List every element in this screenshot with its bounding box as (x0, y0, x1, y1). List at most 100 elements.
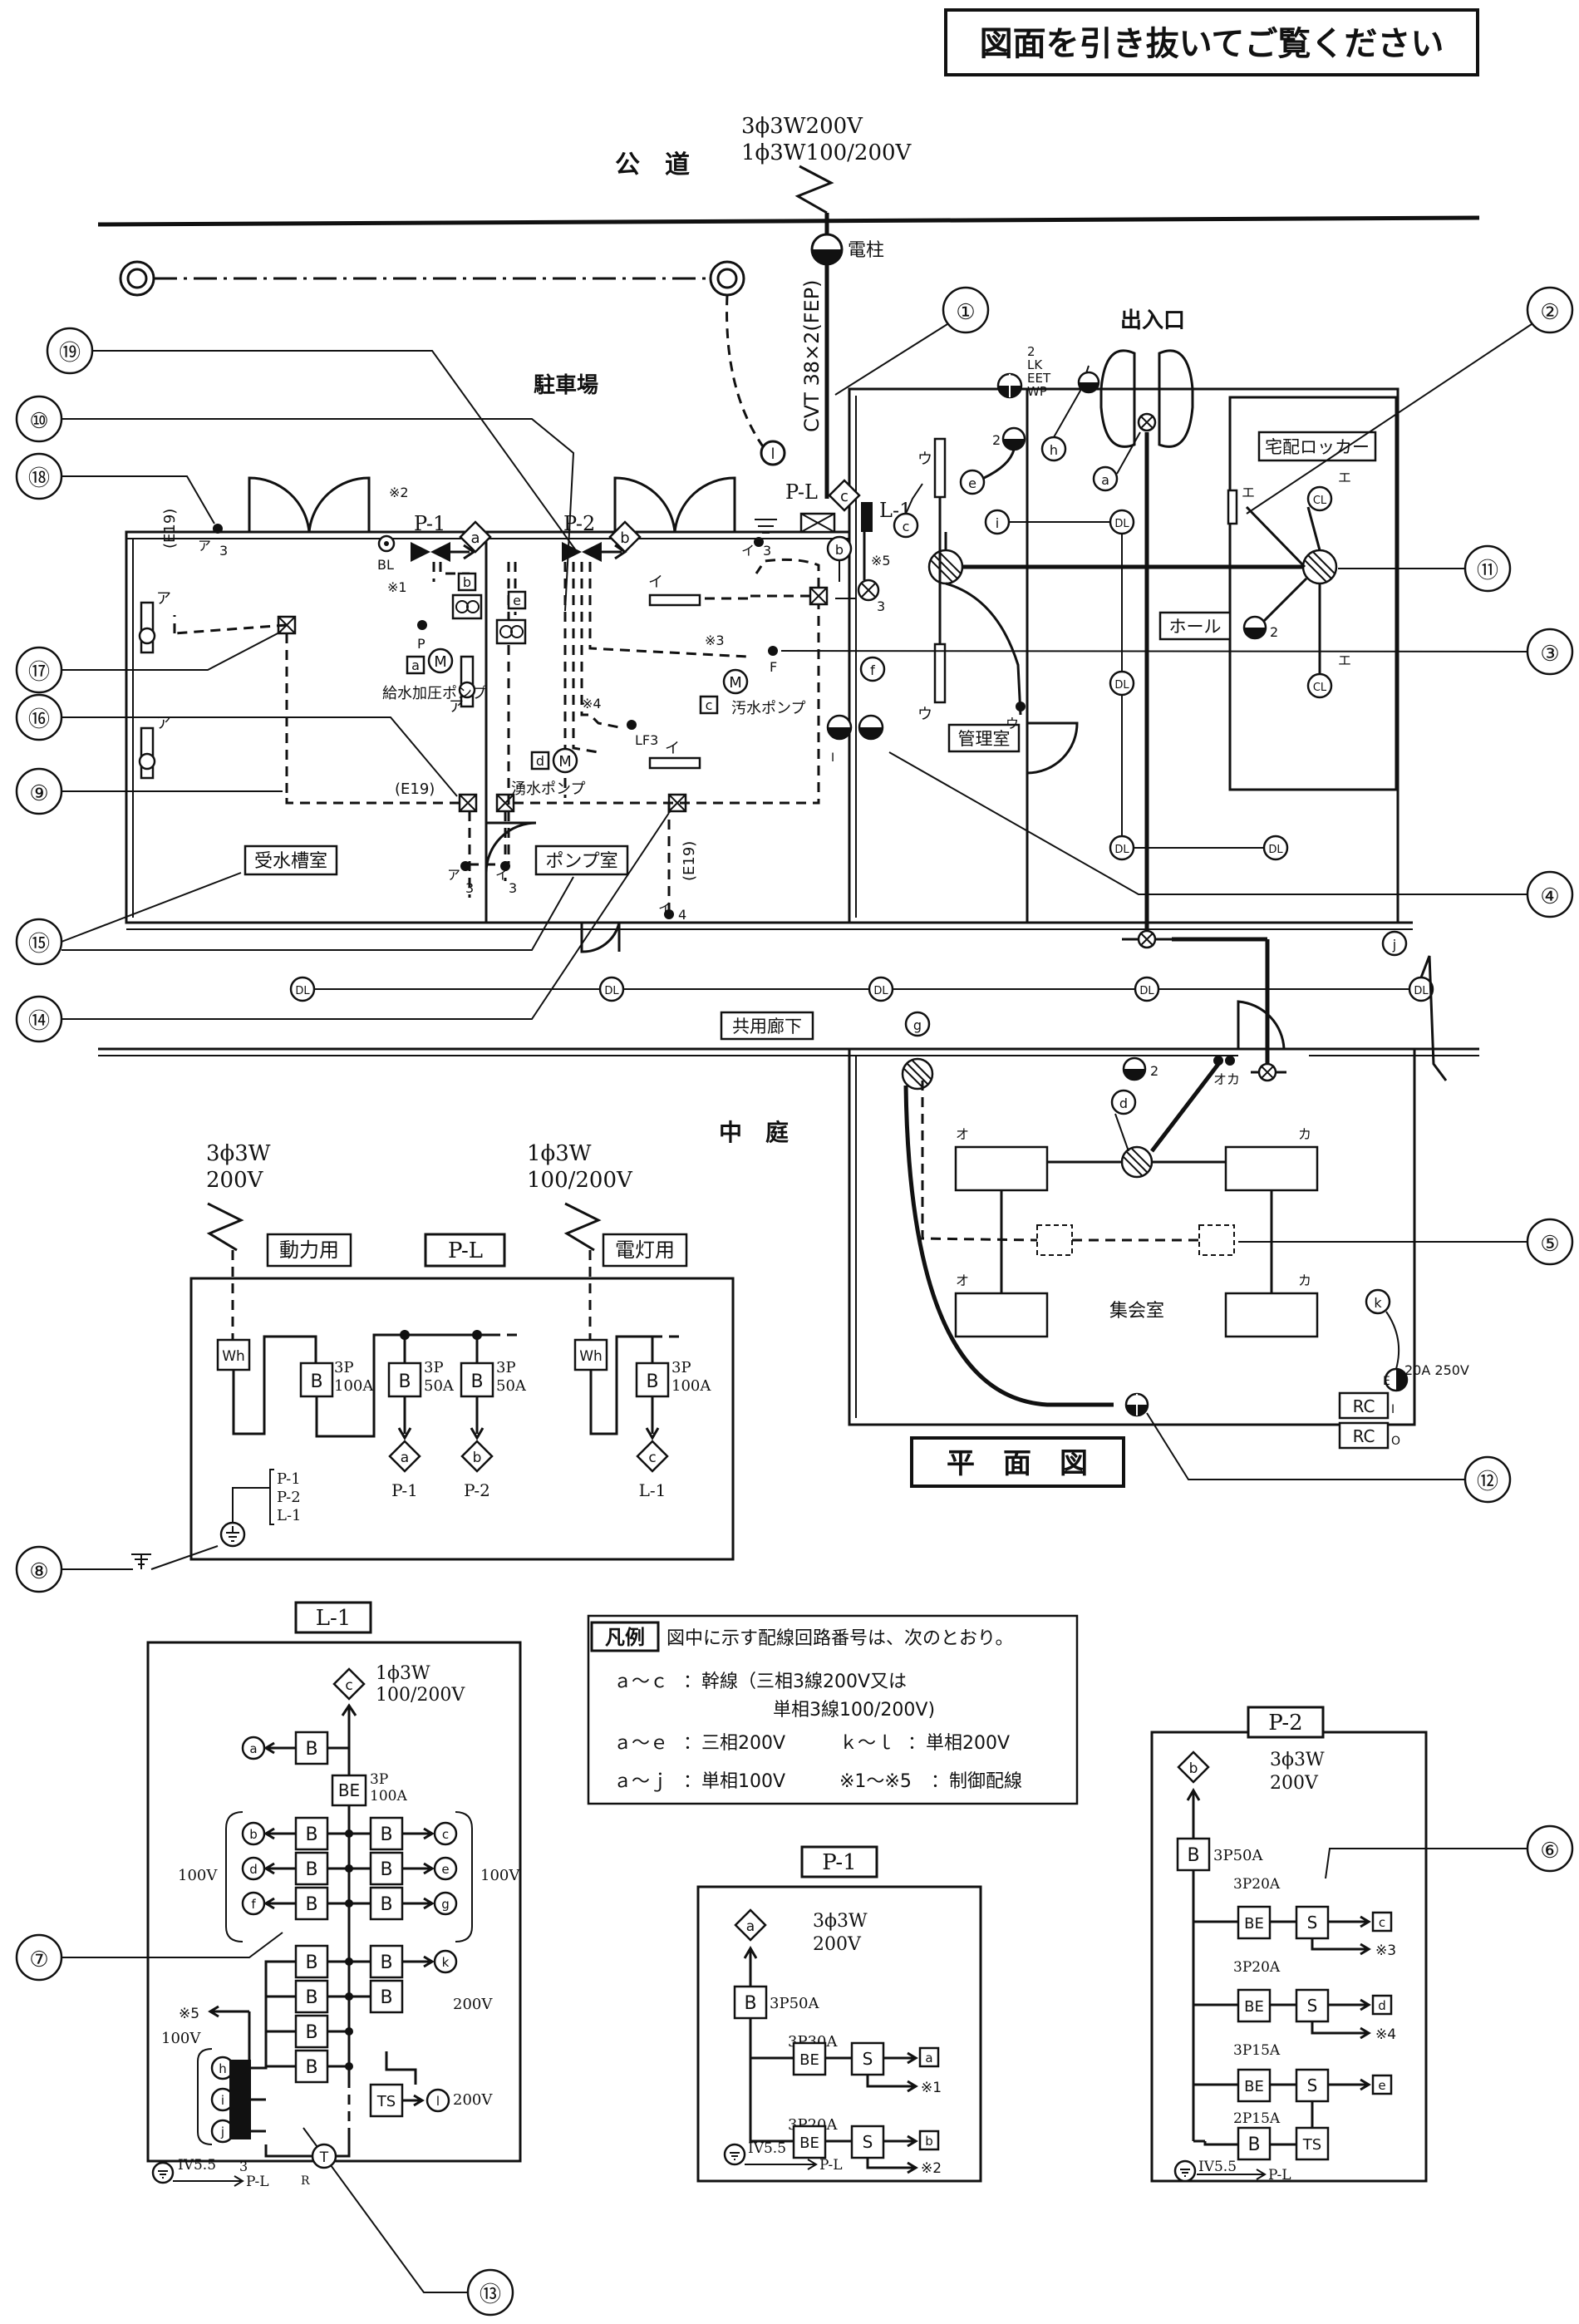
svg-text:b: b (835, 542, 844, 558)
svg-text:c: c (648, 1450, 656, 1466)
svg-text:※2: ※2 (389, 485, 409, 500)
service-drop-symbol (794, 165, 834, 214)
svg-text:R: R (301, 2174, 310, 2188)
svg-text:③: ③ (1540, 642, 1559, 667)
svg-text:e: e (513, 593, 521, 608)
meeting-light-o-2 (954, 1292, 1049, 1338)
svg-text:S: S (1307, 1996, 1318, 2016)
circuit-label: k (442, 1955, 450, 1970)
svg-text:3P: 3P (370, 1771, 388, 1788)
breaker-label: B (305, 1987, 317, 2008)
legend-box: 凡例 図中に示す配線回路番号は、次のとおり。 ａ～ｃ ：幹線（三相3線200V又… (587, 1614, 1079, 1805)
svg-text:200V: 200V (206, 1168, 264, 1193)
diamond-b-p2: b (608, 520, 642, 554)
svg-text:P-1: P-1 (391, 1480, 418, 1500)
svg-text:DL: DL (1268, 844, 1283, 856)
svg-text:B: B (1247, 2134, 1260, 2155)
svg-text:ア: ア (449, 698, 464, 716)
svg-text:RC: RC (1353, 1396, 1375, 1416)
svg-text:湧水ポンプ: 湧水ポンプ (511, 780, 585, 798)
entrance-door-right (1158, 349, 1194, 448)
room-courtyard: 中 庭 (719, 1119, 789, 1146)
callout-18: ⑱ (15, 452, 215, 524)
diamond-c-l1: c (828, 479, 861, 512)
svg-text:50A: 50A (424, 1377, 455, 1395)
svg-text:S: S (863, 2132, 873, 2152)
svg-text:※1～※5: ※1～※5 (839, 1771, 912, 1792)
svg-text:M: M (434, 653, 447, 671)
callout-8: ⑧ (15, 1545, 133, 1593)
svg-text:3P50A: 3P50A (1213, 1847, 1263, 1864)
svg-text:オカ: オカ (1213, 1071, 1240, 1087)
circuit-label: c (442, 1827, 449, 1842)
svg-text:※4: ※4 (582, 696, 602, 711)
svg-text:L-1: L-1 (277, 1507, 302, 1524)
breaker-label: B (305, 1894, 317, 1915)
svg-text:F: F (770, 659, 777, 675)
symbol-d-meeting: d (1110, 1089, 1137, 1115)
svg-text:DL: DL (873, 985, 888, 997)
corridor-downlight-4: DL (1134, 976, 1160, 1002)
callout-2: ② (1246, 286, 1574, 515)
svg-text:※1: ※1 (921, 2080, 942, 2096)
office-light-u-2: ウ (917, 643, 947, 723)
symbol-k-meeting: k (1365, 1288, 1391, 1315)
svg-text:a: a (746, 1918, 755, 1935)
circuit-box-b: b (457, 572, 477, 592)
svg-text:b: b (925, 2134, 933, 2149)
svg-text:エ: エ (1242, 485, 1255, 500)
svg-text:イ: イ (741, 543, 755, 559)
svg-text:c: c (903, 519, 910, 534)
callout-12: ⑫ (1146, 1412, 1512, 1504)
svg-text:P-L: P-L (246, 2174, 269, 2190)
meeting-light-ka-1 (1224, 1145, 1319, 1192)
ceiling-light-cl-2: CL エ (1306, 652, 1351, 699)
panel-p2 (562, 542, 582, 562)
svg-text:⑱: ⑱ (28, 466, 50, 491)
svg-text:200V: 200V (453, 2091, 493, 2109)
svg-text:CL: CL (1313, 682, 1327, 694)
svg-text:ウ: ウ (917, 451, 932, 468)
svg-text:M: M (558, 753, 572, 771)
breaker-label: B (305, 1859, 317, 1880)
svg-text:：幹線（三相3線200V又は: ：幹線（三相3線200V又は (683, 1672, 907, 1692)
svg-text:j: j (220, 2125, 224, 2139)
svg-text:100/200V: 100/200V (527, 1168, 633, 1193)
svg-text:※4: ※4 (1375, 2026, 1396, 2043)
svg-text:エ: エ (1338, 652, 1351, 668)
l1-panel-diagram: L-1 c 1ϕ3W 100/200V B a BE 3P 100A (146, 1601, 522, 2163)
pressure-switch-p: P※1 (387, 579, 427, 652)
svg-text:S: S (1307, 1913, 1318, 1933)
svg-text:200V: 200V (813, 1934, 862, 1955)
downlight-4: DL (1262, 835, 1289, 861)
circuit-label: f (251, 1897, 256, 1912)
svg-text:ア: ア (198, 538, 211, 554)
svg-text:B: B (305, 1739, 317, 1760)
svg-text:※5: ※5 (871, 553, 891, 569)
junction-box-5 (809, 586, 829, 606)
meeting-light-o-1 (954, 1145, 1049, 1192)
entrance-wall-light (1077, 371, 1100, 394)
light-x-icon: 3 (857, 579, 885, 614)
svg-text:S: S (1307, 2075, 1318, 2095)
junction-box-2 (458, 793, 478, 813)
svg-text:TS: TS (376, 2093, 396, 2110)
corridor-downlight-3: DL (868, 976, 894, 1002)
rc-box-1 (1338, 1391, 1390, 1420)
switch-oka: オカ (1213, 1056, 1240, 1087)
svg-text:P-2: P-2 (1268, 1711, 1302, 1736)
svg-text:a: a (249, 1741, 257, 1756)
svg-text:オ: オ (956, 1126, 969, 1142)
svg-text:2: 2 (1150, 1063, 1158, 1079)
fluorescent-light-water-tank-1: ア (138, 590, 171, 654)
callout-5: ⑤ (1238, 1218, 1574, 1266)
svg-text:BE: BE (1244, 2078, 1264, 2095)
svg-text:：単相100V: ：単相100V (683, 1771, 785, 1792)
entrance-door-left (1099, 349, 1136, 448)
meeting-light-ka-2 (1224, 1292, 1319, 1338)
svg-text:L-1: L-1 (639, 1480, 667, 1500)
svg-text:Wh: Wh (222, 1348, 245, 1365)
svg-text:⑪: ⑪ (1477, 559, 1498, 583)
svg-text:WP: WP (1027, 384, 1047, 399)
